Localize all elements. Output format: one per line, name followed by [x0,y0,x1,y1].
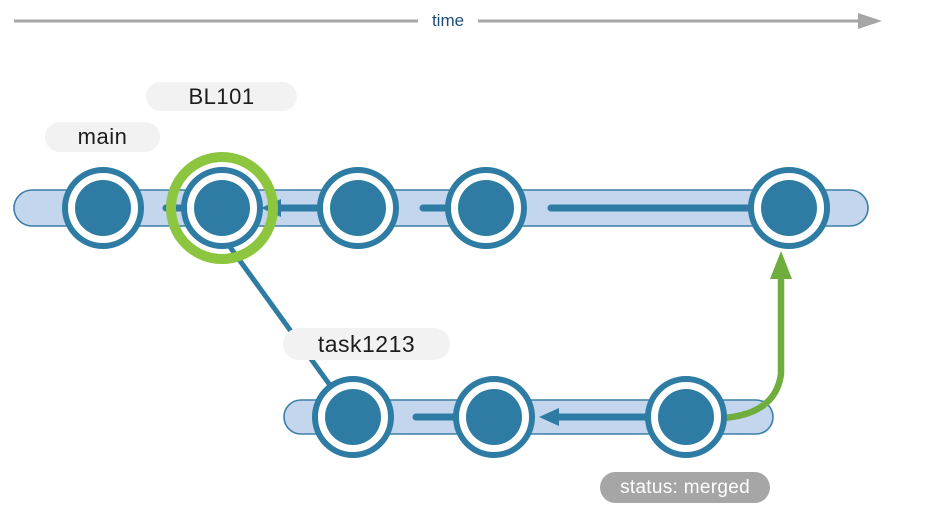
commit-core [658,389,714,445]
commit-core [330,180,386,236]
merge-arrow-curve [718,276,785,422]
status-badge: status: merged [600,472,770,503]
commit-node-main-4 [445,167,527,249]
commit-node-task-2 [453,376,535,458]
commit-core [761,180,817,236]
merge-arrowhead-icon [770,251,792,279]
commit-core [458,180,514,236]
commit-node-main-1 [62,167,144,249]
commit-node-task-3 [645,376,727,458]
branch-label-main: main [45,122,160,152]
commit-core [194,180,250,236]
task-connector-arrowhead-icon [539,408,559,426]
branch-label-task1213: task1213 [283,328,450,360]
timeline-arrowhead-icon [858,13,882,29]
commit-node-main-3 [317,167,399,249]
commit-core [466,389,522,445]
commit-core [75,180,131,236]
tag-label-bl101: BL101 [146,82,297,111]
timeline-label: time [418,9,478,33]
commit-node-task-1 [312,376,394,458]
highlight-ring-bl101 [166,152,278,264]
commit-node-main-2-bl101 [181,167,263,249]
commit-core [325,389,381,445]
commit-node-main-5-merge [748,167,830,249]
